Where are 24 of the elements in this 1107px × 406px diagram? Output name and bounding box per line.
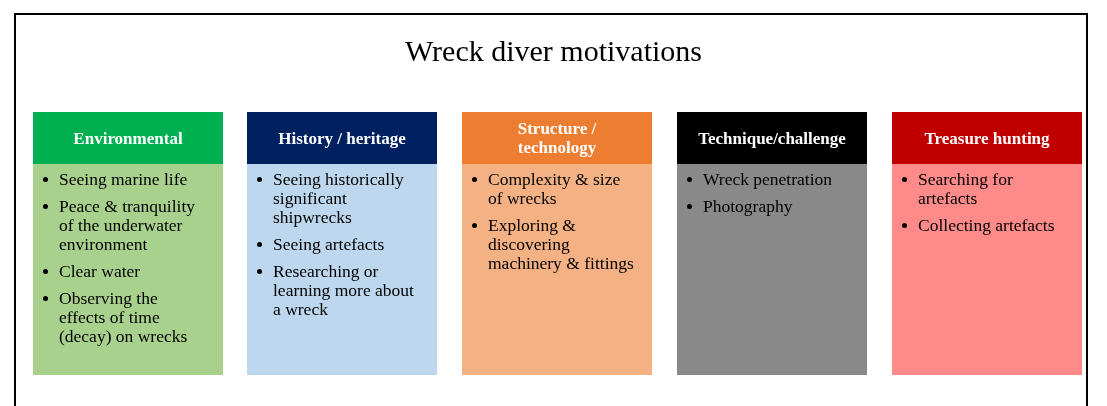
bullet-item: Photography	[703, 196, 793, 216]
bullet-item: Searching for artefacts	[918, 169, 1013, 208]
diagram-title: Wreck diver motivations	[403, 34, 703, 68]
column-heading: Structure / technology	[462, 112, 652, 164]
column-heading: Treasure hunting	[892, 112, 1082, 164]
bullet-item: Researching or learning more about a wreck	[273, 261, 414, 319]
bullet-item: Peace & tranquility of the underwater environment	[59, 196, 196, 254]
bullet-item: Seeing artefacts	[273, 234, 385, 254]
bullet-item: Seeing marine life	[59, 169, 188, 189]
bullet-item: Wreck penetration	[703, 169, 833, 189]
bullet-item: Seeing historically significant shipwrecks	[273, 169, 404, 227]
column-heading: History / heritage	[247, 112, 437, 164]
category-column	[247, 112, 437, 375]
category-column	[462, 112, 652, 375]
bullet-item: Complexity & size of wrecks	[488, 169, 621, 208]
column-heading: Environmental	[33, 112, 223, 164]
bullet-item: Collecting artefacts	[918, 215, 1055, 235]
bullet-item: Clear water	[59, 261, 141, 281]
column-heading: Technique/challenge	[677, 112, 867, 164]
bullet-item: Observing the effects of time (decay) on wrecks	[59, 288, 188, 346]
category-column	[892, 112, 1082, 375]
category-column	[33, 112, 223, 375]
bullet-item: Exploring & discovering machinery & fittings	[488, 215, 634, 273]
category-column	[677, 112, 867, 375]
